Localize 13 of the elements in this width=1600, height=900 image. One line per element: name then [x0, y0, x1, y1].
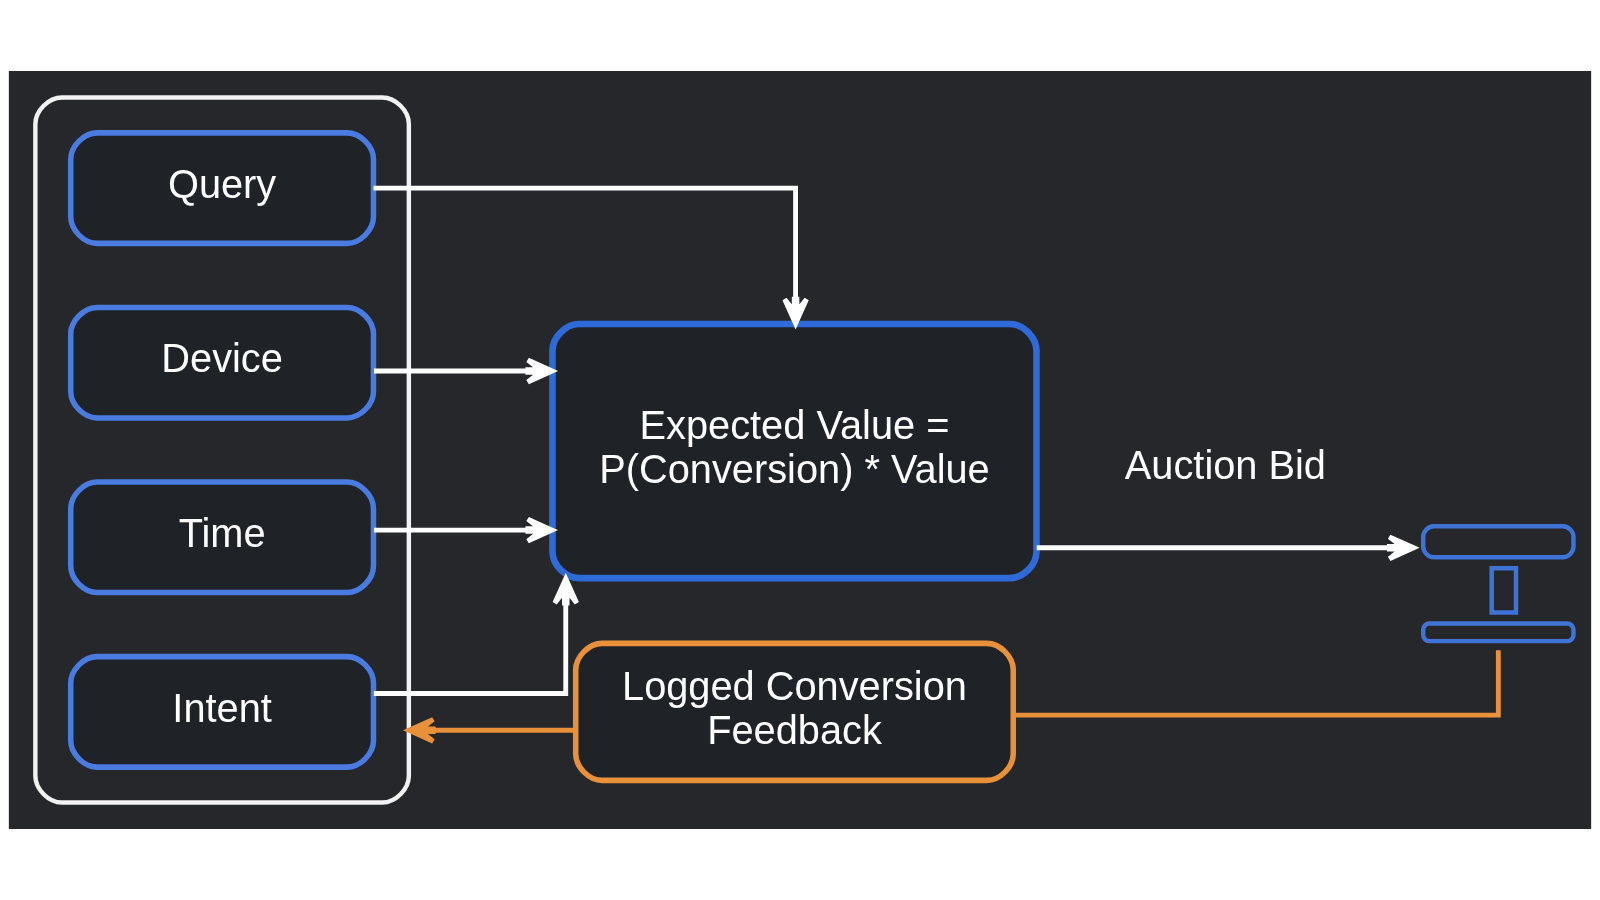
connector: [1013, 650, 1501, 718]
arrow: [1036, 534, 1417, 562]
arrow: [406, 716, 576, 744]
node-box: Intent: [67, 653, 377, 770]
edge-label: Auction Bid: [1124, 442, 1326, 487]
node-box: Time: [67, 479, 377, 596]
arrow: [374, 516, 555, 544]
node-box: Logged Conversion Feedback: [572, 640, 1016, 784]
node-box: Device: [67, 304, 377, 421]
arrow: [373, 576, 580, 696]
arrow: [374, 357, 555, 385]
node-box: Query: [67, 130, 377, 247]
node-box: Expected Value = P(Conversion) * Value: [549, 320, 1040, 582]
